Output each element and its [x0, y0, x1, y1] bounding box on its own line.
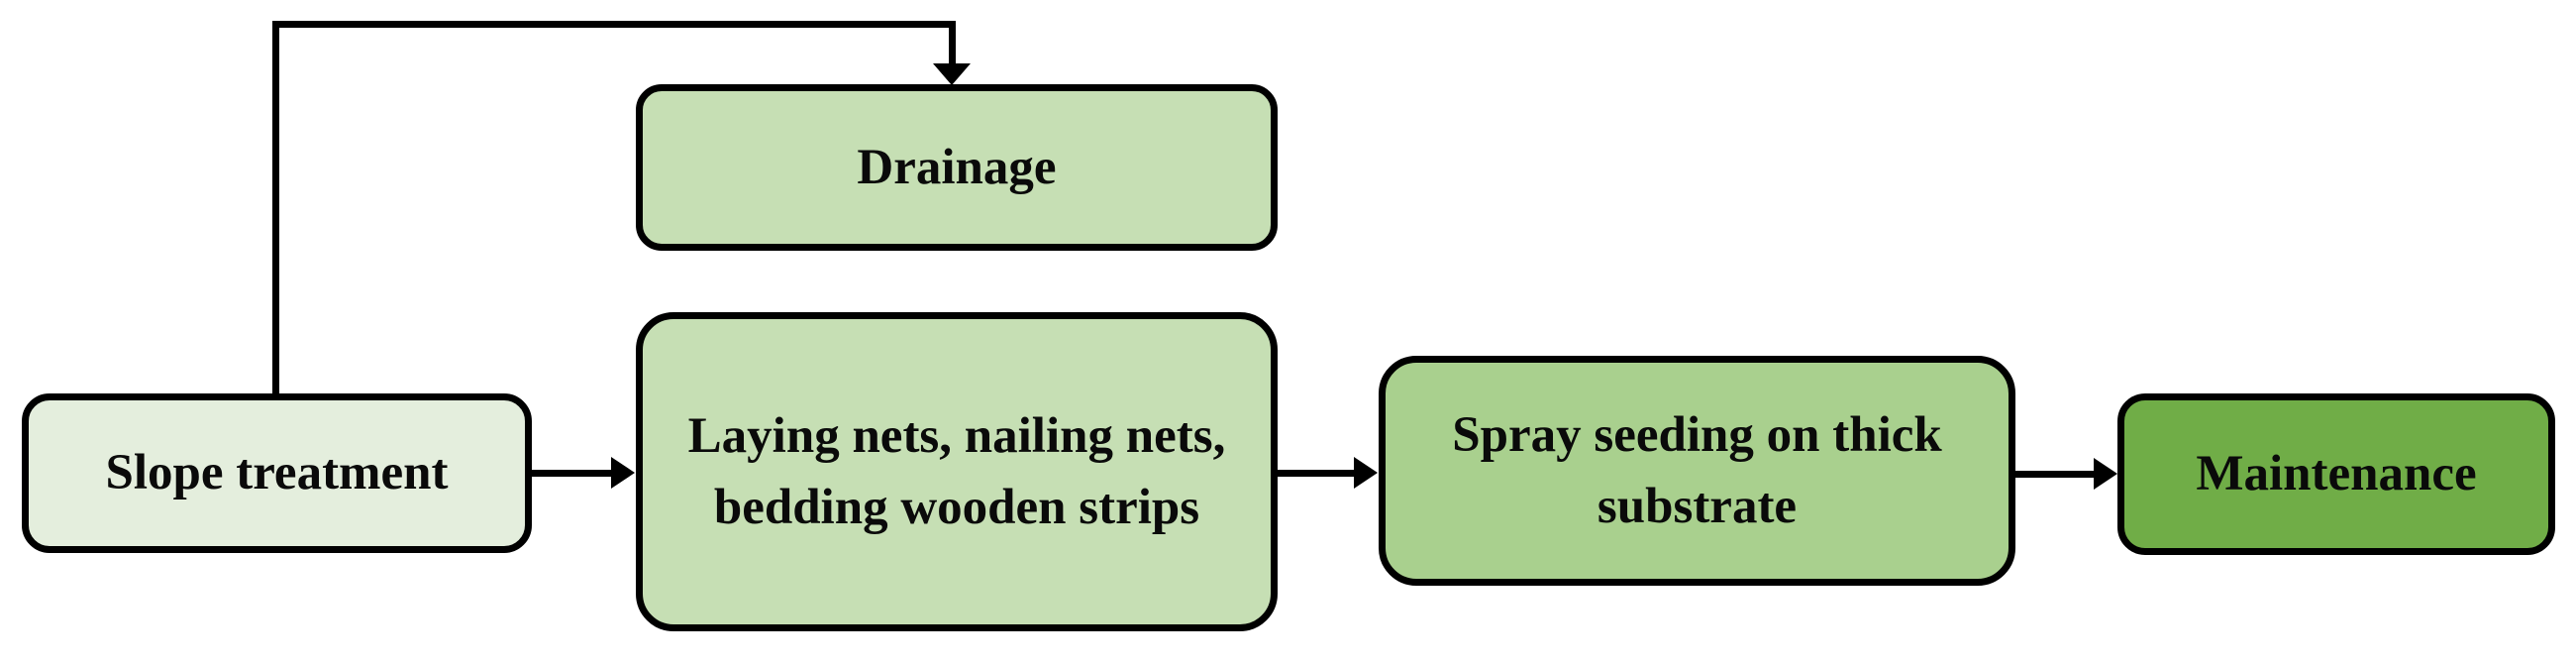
node-slope-treatment-label: Slope treatment — [105, 445, 449, 501]
node-maintenance-label: Maintenance — [2196, 446, 2477, 502]
edge-laying-to-spray-line — [1278, 470, 1356, 477]
node-spray-seeding-label: Spray seeding on thick substrate — [1452, 406, 1942, 534]
edge-slope-to-drainage-rise-segment — [272, 21, 279, 395]
edge-spray-to-maintenance-line — [2015, 471, 2096, 478]
node-drainage-label: Drainage — [857, 139, 1057, 195]
node-laying-nets: Laying nets, nailing nets, bedding woode… — [636, 312, 1278, 631]
node-spray-seeding: Spray seeding on thick substrate — [1379, 356, 2015, 586]
node-slope-treatment: Slope treatment — [22, 393, 532, 553]
edge-slope-to-laying-line — [532, 470, 613, 477]
node-drainage: Drainage — [636, 84, 1278, 251]
node-laying-nets-label: Laying nets, nailing nets, bedding woode… — [687, 407, 1226, 535]
arrowhead-down-icon — [933, 63, 971, 85]
edge-slope-to-drainage-drop-segment — [949, 21, 956, 67]
arrowhead-right-icon — [611, 457, 635, 489]
node-maintenance: Maintenance — [2117, 393, 2555, 555]
arrowhead-right-icon — [2094, 458, 2117, 490]
arrowhead-right-icon — [1354, 457, 1378, 489]
edge-slope-to-drainage-run-segment — [272, 21, 956, 28]
